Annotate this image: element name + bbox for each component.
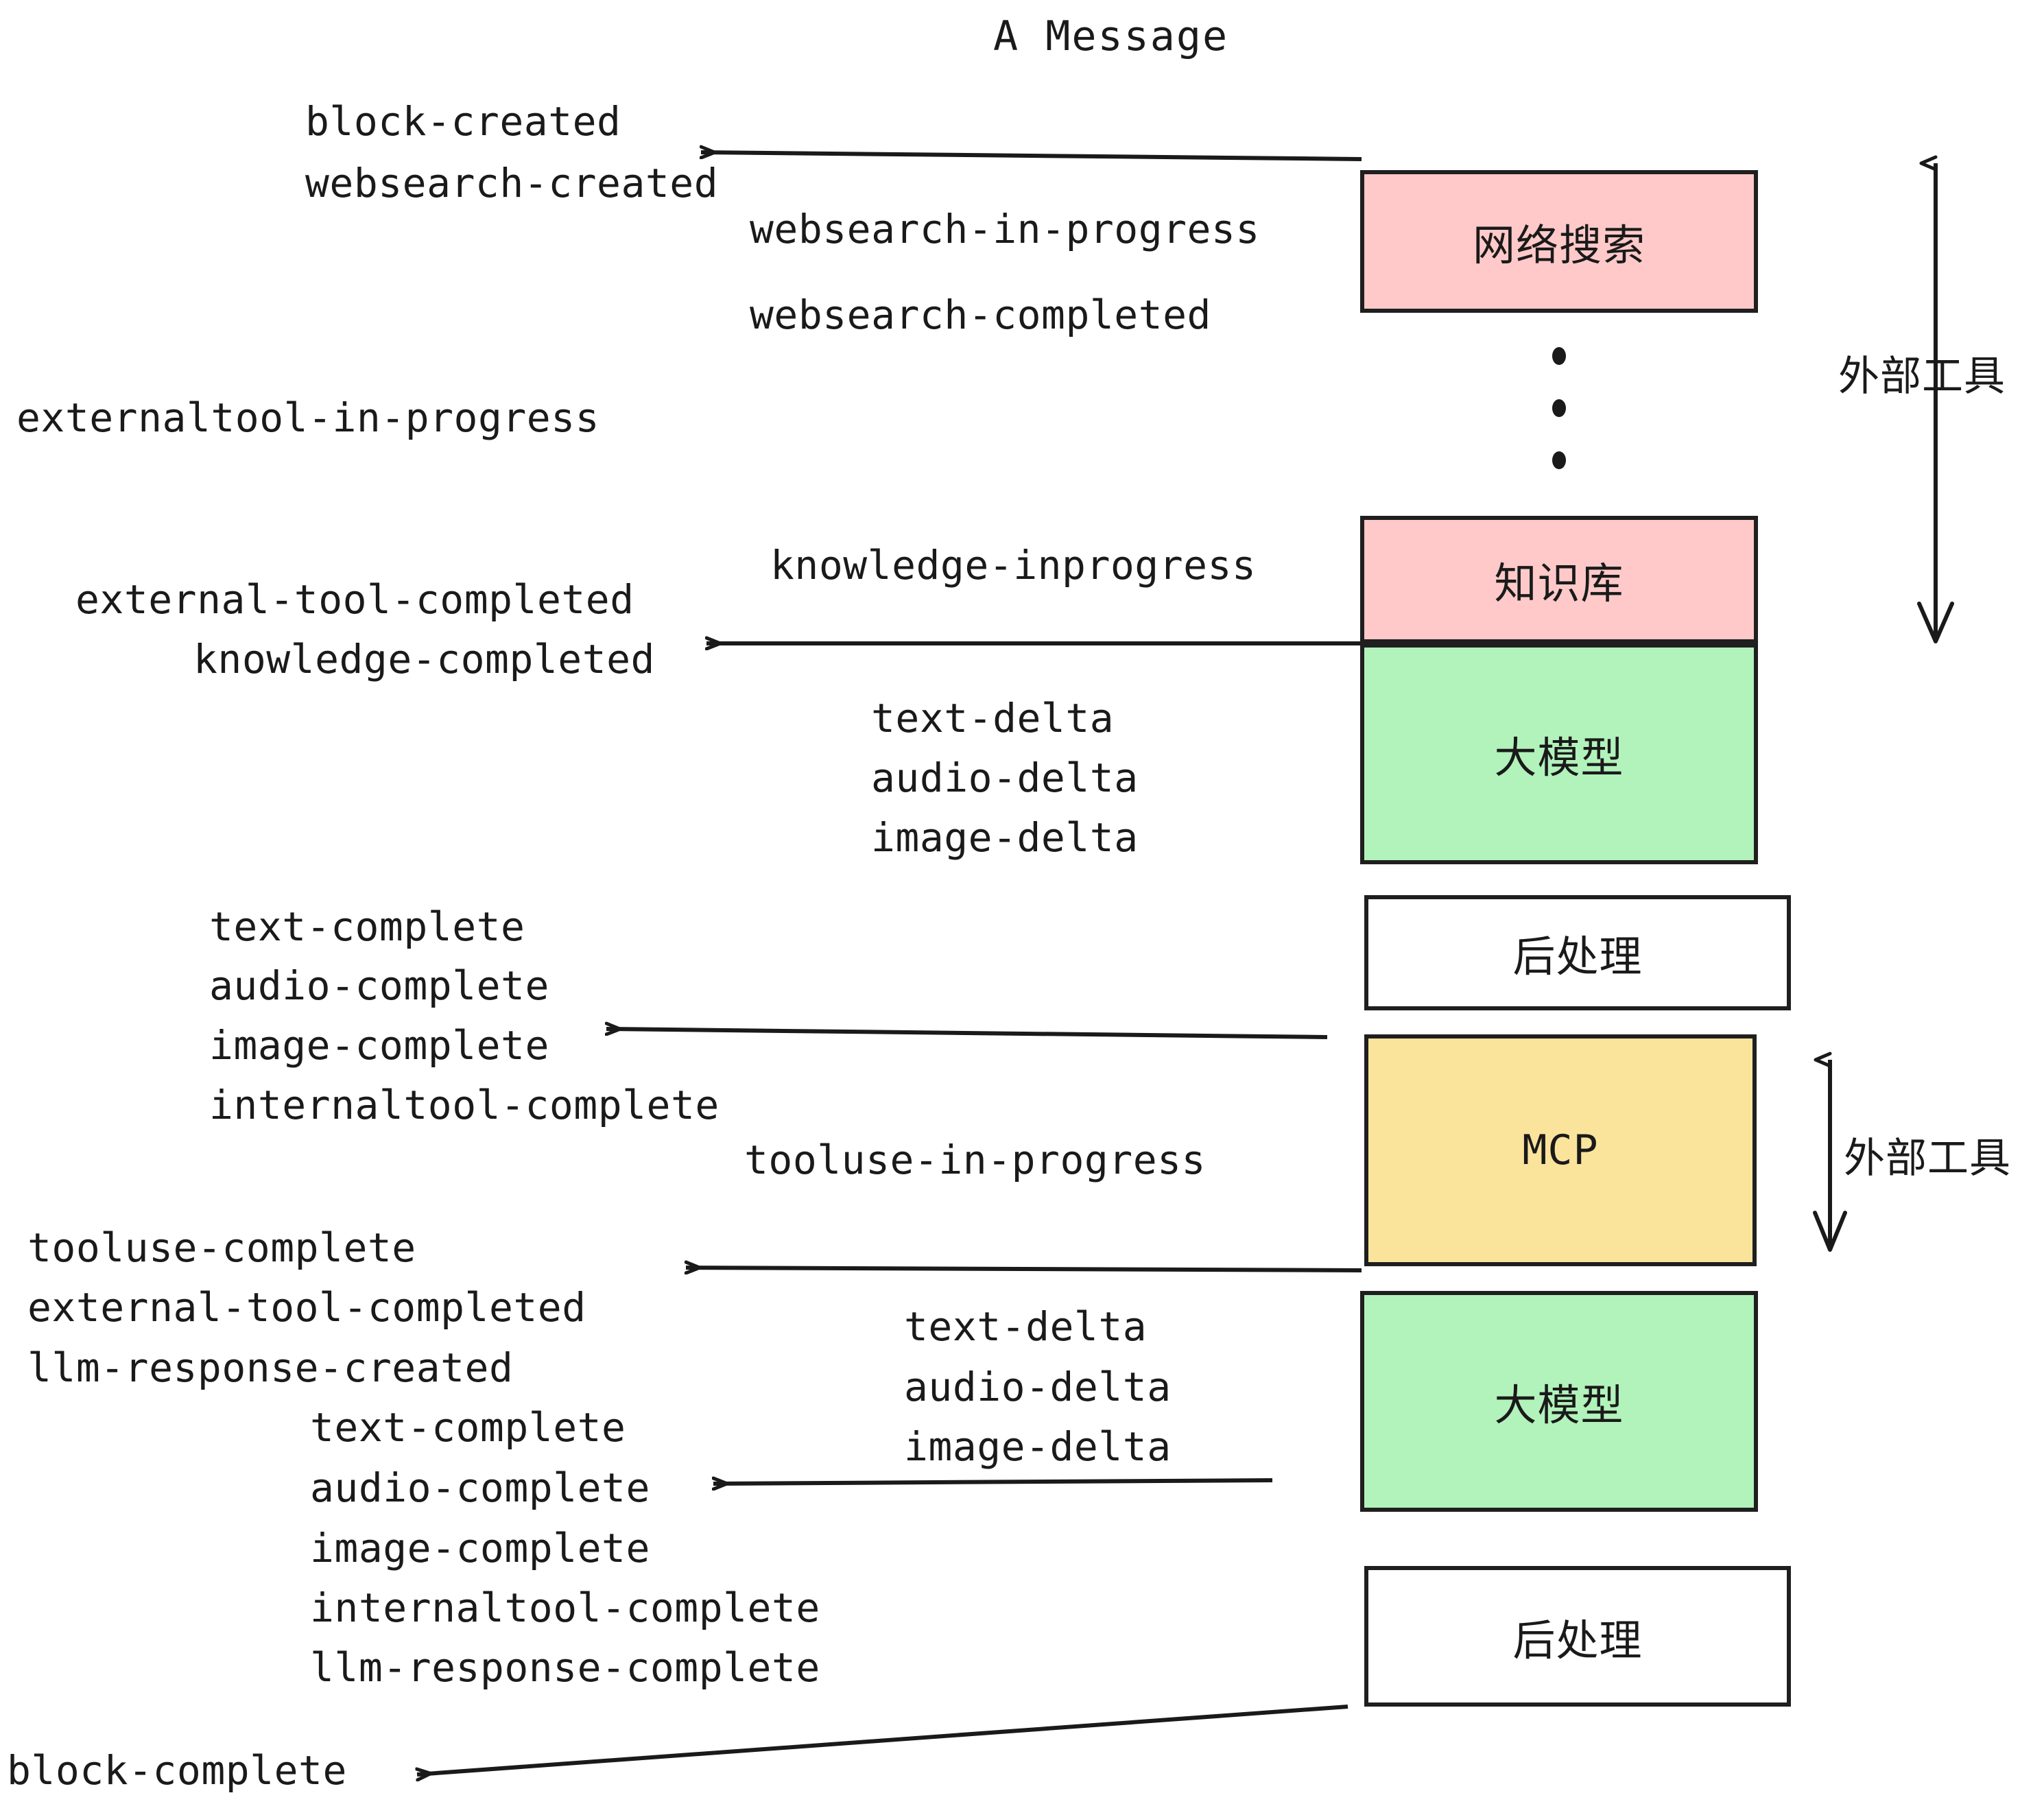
ellipsis-dot-1 [1552,347,1566,365]
event-audio-complete-2: audio-complete [310,1464,650,1511]
event-externaltool-in-progress: externaltool-in-progress [16,394,600,441]
arrow-image-complete [606,1029,1328,1039]
event-audio-delta-1: audio-delta [871,755,1139,801]
event-external-tool-completed-1: external-tool-completed [75,576,634,623]
event-external-tool-completed-2: external-tool-completed [27,1284,586,1331]
event-internaltool-complete-2: internaltool-complete [310,1585,820,1631]
event-text-complete-2: text-complete [310,1404,626,1451]
arrow-external-tools-down-head-1 [1917,602,1954,643]
node-llm-1[interactable]: 大模型 [1360,643,1758,864]
page-title: A Message [993,12,1229,60]
event-websearch-in-progress: websearch-in-progress [750,206,1260,252]
node-postprocess-2-label: 后处理 [1512,1615,1643,1665]
event-knowledge-inprogress: knowledge-inprogress [770,542,1257,589]
label-external-tools-bottom: 外部工具 [1844,1135,2011,1183]
event-image-delta-1: image-delta [871,814,1139,861]
event-audio-complete-1: audio-complete [209,962,549,1009]
ellipsis-dot-3 [1552,451,1566,469]
ellipsis-dot-2 [1552,399,1566,417]
node-knowledge-label: 知识库 [1494,558,1624,608]
event-internaltool-complete-1: internaltool-complete [209,1082,720,1128]
node-knowledge[interactable]: 知识库 [1360,516,1758,643]
event-knowledge-completed: knowledge-completed [193,636,655,683]
event-text-delta-1: text-delta [871,695,1115,741]
label-external-tools-top: 外部工具 [1838,353,2006,401]
event-block-complete: block-complete [7,1747,347,1794]
event-websearch-created: websearch-created [305,160,719,206]
node-llm-2[interactable]: 大模型 [1360,1291,1758,1512]
arrow-block-complete [417,1705,1348,1775]
event-image-complete-1: image-complete [209,1022,549,1069]
arrow-external-tools-down-head-2 [1813,1211,1847,1252]
event-block-created: block-created [305,98,621,145]
node-mcp-label: MCP [1522,1126,1599,1174]
node-llm-2-label: 大模型 [1494,1380,1624,1430]
event-tooluse-complete: tooluse-complete [27,1224,416,1271]
arrow-tooluse-complete [686,1268,1362,1270]
event-llm-response-complete: llm-response-complete [310,1644,820,1691]
node-postprocess-1-label: 后处理 [1512,931,1643,982]
node-websearch-label: 网络搜索 [1472,220,1645,270]
event-image-complete-2: image-complete [310,1525,650,1571]
arrow-websearch-created [701,152,1362,161]
event-audio-delta-2: audio-delta [904,1364,1172,1410]
event-text-delta-2: text-delta [904,1303,1148,1350]
event-tooluse-in-progress: tooluse-in-progress [744,1137,1206,1183]
event-text-complete-1: text-complete [209,903,525,950]
node-mcp[interactable]: MCP [1364,1034,1757,1266]
node-postprocess-1[interactable]: 后处理 [1364,895,1791,1010]
arrow-audio-complete [713,1480,1273,1484]
event-llm-response-created: llm-response-created [27,1344,514,1391]
event-websearch-completed: websearch-completed [750,292,1211,338]
node-websearch[interactable]: 网络搜索 [1360,170,1758,313]
event-image-delta-2: image-delta [904,1423,1172,1470]
node-llm-1-label: 大模型 [1494,733,1624,783]
node-postprocess-2[interactable]: 后处理 [1364,1566,1791,1707]
